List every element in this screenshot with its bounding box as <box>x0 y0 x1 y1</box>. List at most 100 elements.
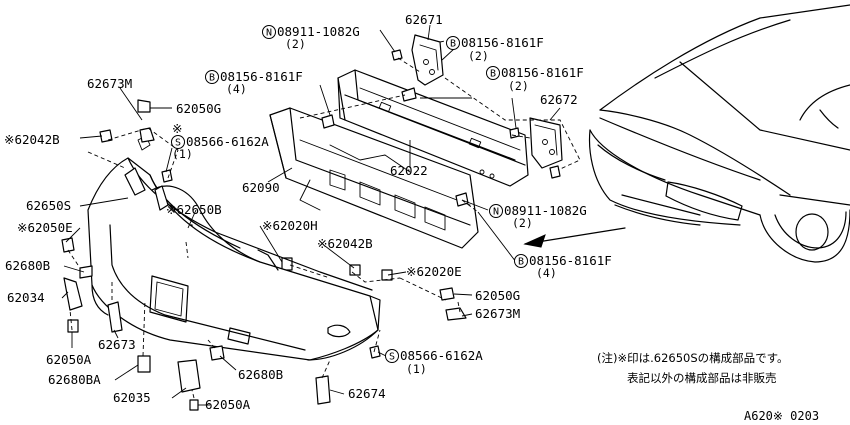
callout-s08566_bottom: S 08566-6162A(1) <box>385 348 483 376</box>
symbol-letter: B <box>209 73 215 84</box>
callout-p62680b_left: 62680B <box>5 258 50 273</box>
part-number-label: 62673M <box>87 76 132 91</box>
callout-p62035: 62035 <box>113 390 151 405</box>
callout-p62022: 62022 <box>390 163 428 178</box>
part-number-label: ※62042B <box>317 236 373 251</box>
symbol-circle <box>262 25 276 39</box>
symbol-circle <box>385 349 399 363</box>
callout-b08156_top: B 08156-8161F(2) <box>446 35 544 63</box>
callout-p62050a_left: 62050A <box>46 352 92 367</box>
symbol-letter: N <box>493 207 499 218</box>
part-number-label: 62673M <box>475 306 520 321</box>
callout-p62042b_mid: ※62042B <box>317 236 373 251</box>
bracket-62672 <box>529 117 563 169</box>
callout-p62673m_top: 62673M <box>87 76 132 91</box>
part-number-label: 62035 <box>113 390 151 405</box>
part-number-label: 62674 <box>348 386 386 401</box>
symbol-circle <box>489 204 503 218</box>
callout-p62042b_left: ※62042B <box>4 132 60 147</box>
callout-p62673: 62673 <box>98 337 136 352</box>
callout-p62090: 62090 <box>242 180 280 195</box>
bracket-62671 <box>411 34 444 86</box>
part-number-label: 08156-8161F <box>529 253 612 268</box>
quantity-label: (4) <box>226 82 247 96</box>
symbol-letter: B <box>518 257 524 268</box>
part-number-label: 62673 <box>98 337 136 352</box>
callout-p62650b: ※62650B <box>166 202 222 217</box>
symbol-circle <box>514 254 528 268</box>
callout-p62020h: ※62020H <box>262 218 318 233</box>
symbol-circle <box>486 66 500 80</box>
part-number-label: ※62020H <box>262 218 318 233</box>
callout-p62050g_top: 62050G <box>176 101 221 116</box>
symbol-letter: S <box>175 138 181 149</box>
callout-p62050e: ※62050E <box>17 220 73 235</box>
callout-p62671: 62671 <box>405 12 443 27</box>
part-number-label: 08566-6162A <box>400 348 483 363</box>
assembly-lines <box>67 39 581 399</box>
part-number-label: 62090 <box>242 180 280 195</box>
callout-s08566_top: ※ S 08566-6162A(1) <box>171 121 269 161</box>
part-number-label: 62050A <box>46 352 92 367</box>
callout-p62034: 62034 <box>7 290 45 305</box>
part-number-label: 62680B <box>238 367 283 382</box>
diagram-code: A620※ 0203 <box>744 409 819 423</box>
quantity-label: (2) <box>468 49 489 63</box>
quantity-label: (1) <box>406 362 427 376</box>
part-number-label: ※62650B <box>166 202 222 217</box>
callout-p62680b_bottom: 62680B <box>238 367 283 382</box>
part-number-label: 62672 <box>540 92 578 107</box>
callout-p62020e: ※62020E <box>406 264 462 279</box>
part-number-label: 62050A <box>205 397 251 412</box>
callout-p62650s: 62650S <box>26 198 71 213</box>
callout-b08156_left: B 08156-8161F(4) <box>205 69 303 96</box>
symbol-circle <box>171 135 185 149</box>
callout-b08156_right: B 08156-8161F(2) <box>486 65 584 93</box>
callout-p62674: 62674 <box>348 386 386 401</box>
part-number-label: 08156-8161F <box>501 65 584 80</box>
symbol-letter: B <box>450 39 456 50</box>
part-number-label: 08156-8161F <box>220 69 303 84</box>
callout-p62680ba: 62680BA <box>48 372 101 387</box>
part-number-label: 62680B <box>5 258 50 273</box>
callout-p62050a_bottom: 62050A <box>205 397 251 412</box>
quantity-label: (2) <box>285 37 306 51</box>
symbol-letter: S <box>389 352 395 363</box>
part-number-label: 62680BA <box>48 372 101 387</box>
symbol-circle <box>205 70 219 84</box>
note-line-1: (注)※印は.62650Sの構成部品です。 <box>597 351 789 365</box>
part-number-label: 62650S <box>26 198 71 213</box>
part-number-label: ※62020E <box>406 264 462 279</box>
energy-absorber <box>269 107 479 249</box>
quantity-label: (2) <box>512 216 533 230</box>
part-number-label: 08566-6162A <box>186 134 269 149</box>
note-line-2: 表記以外の構成部品は非販売 <box>627 371 777 385</box>
vehicle-illustration <box>588 4 850 263</box>
symbol-letter: N <box>266 28 272 39</box>
part-number-label: 62022 <box>390 163 428 178</box>
callout-prefix-mark: ※ <box>172 121 182 136</box>
symbol-letter: B <box>490 69 496 80</box>
part-number-label: 62050G <box>176 101 221 116</box>
arrow-head <box>523 234 546 248</box>
callout-p62672: 62672 <box>540 92 578 107</box>
quantity-label: (4) <box>536 266 557 280</box>
quantity-label: (1) <box>172 147 193 161</box>
part-number-label: 62034 <box>7 290 45 305</box>
quantity-label: (2) <box>508 79 529 93</box>
part-number-label: 08156-8161F <box>461 35 544 50</box>
callout-p62673m_right: 62673M <box>475 306 520 321</box>
part-number-label: ※62050E <box>17 220 73 235</box>
callout-b08156_bottom: B 08156-8161F(4) <box>514 253 612 280</box>
callout-p62050g_right: 62050G <box>475 288 520 303</box>
symbol-circle <box>446 36 460 50</box>
part-number-label: ※62042B <box>4 132 60 147</box>
part-number-label: 62050G <box>475 288 520 303</box>
part-number-label: 62671 <box>405 12 443 27</box>
small-parts <box>63 127 467 405</box>
